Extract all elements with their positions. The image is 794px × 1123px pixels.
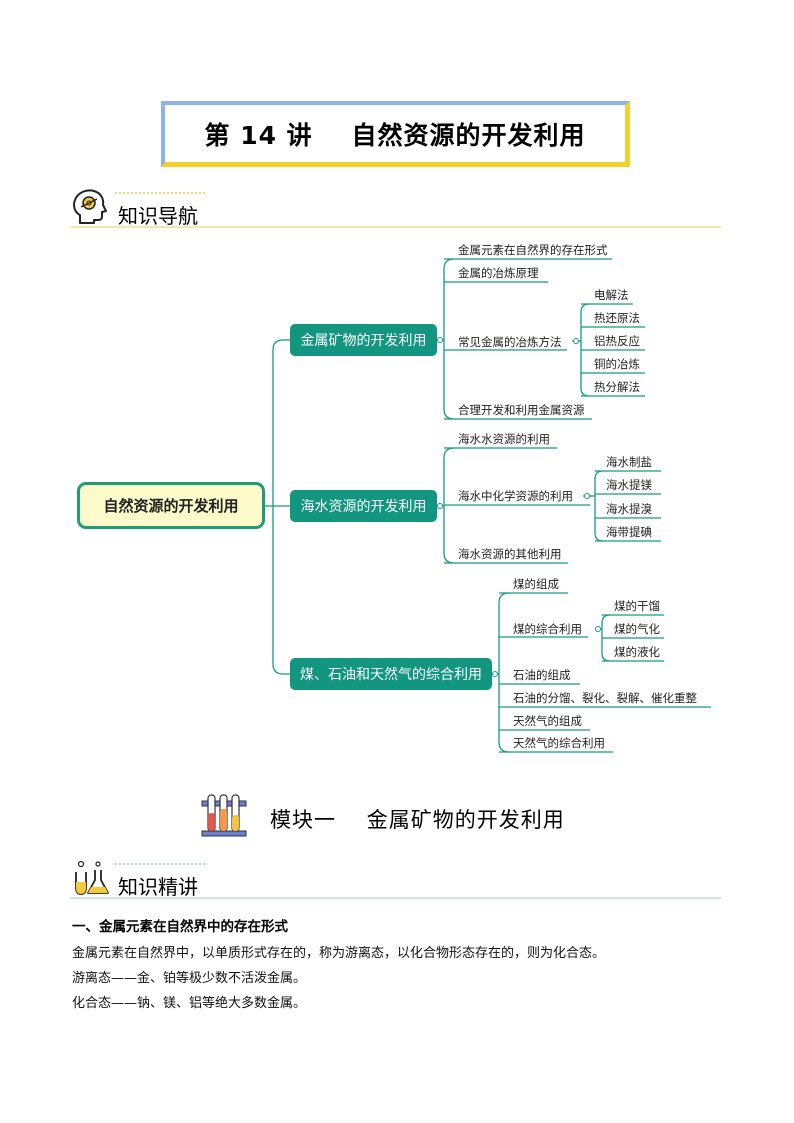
content-paragraph: 游离态——金、铂等极少数不活泼金属。 (72, 971, 307, 986)
mindmap-branch-fossil: 煤、石油和天然气的综合利用 (290, 658, 492, 690)
mindmap-leaf: 煤的综合利用 (513, 622, 582, 636)
head-gear-icon (73, 189, 107, 224)
mindmap-leaf: 煤的干馏 (614, 599, 660, 613)
content-paragraph: 化合态——钠、镁、铝等绝大多数金属。 (72, 996, 307, 1011)
mindmap-leaf: 金属的冶炼原理 (458, 266, 539, 280)
section-dotted-line (115, 192, 205, 194)
mindmap-leaf: 海水资源的其他利用 (458, 547, 562, 561)
mindmap-leaf: 天然气的组成 (513, 714, 582, 728)
section-divider (70, 226, 721, 228)
mindmap-leaf: 热分解法 (594, 380, 640, 394)
mindmap-leaf: 铝热反应 (594, 334, 640, 348)
mindmap-leaf: 石油的组成 (513, 668, 571, 682)
mindmap-leaf: 石油的分馏、裂化、裂解、催化重整 (513, 691, 697, 705)
mindmap-leaf: 煤的液化 (614, 645, 660, 659)
mindmap-root: 自然资源的开发利用 (77, 482, 265, 529)
mindmap-leaf: 海水水资源的利用 (458, 432, 550, 446)
mindmap-leaf: 煤的气化 (614, 622, 660, 636)
page-title-box: 第 14 讲 自然资源的开发利用 (161, 101, 630, 167)
module-title: 模块一 金属矿物的开发利用 (270, 808, 565, 832)
mindmap-leaf: 海水制盐 (606, 455, 652, 469)
section-dotted-line (115, 863, 205, 865)
test-tube-rack-icon (201, 794, 247, 837)
mindmap-leaf: 海水中化学资源的利用 (458, 489, 573, 503)
mindmap-leaf: 天然气的综合利用 (513, 736, 605, 750)
mindmap-branch-metal: 金属矿物的开发利用 (290, 324, 437, 356)
mindmap-leaf: 常见金属的冶炼方法 (458, 335, 562, 349)
content-heading: 一、金属元素在自然界中的存在形式 (72, 919, 288, 935)
section-title-nav: 知识导航 (118, 204, 198, 228)
mindmap-leaf: 煤的组成 (513, 577, 559, 591)
mindmap-leaf: 海水提镁 (606, 478, 652, 492)
mindmap-branch-seawater: 海水资源的开发利用 (290, 490, 437, 522)
mindmap-leaf: 铜的冶炼 (594, 357, 640, 371)
mindmap-leaf: 合理开发和利用金属资源 (458, 403, 585, 417)
page-title: 第 14 讲 自然资源的开发利用 (204, 120, 586, 150)
flask-icon (75, 860, 109, 895)
content-paragraph: 金属元素在自然界中，以单质形式存在的，称为游离态，以化合物形态存在的，则为化合态… (72, 946, 606, 961)
mindmap-leaf: 电解法 (594, 288, 629, 302)
mindmap-leaf: 海带提碘 (606, 525, 652, 539)
section-divider (70, 897, 721, 899)
mindmap-leaf: 金属元素在自然界的存在形式 (458, 243, 608, 257)
section-title-lecture: 知识精讲 (118, 875, 198, 899)
mindmap-leaf: 热还原法 (594, 311, 640, 325)
mindmap-leaf: 海水提溴 (606, 502, 652, 516)
